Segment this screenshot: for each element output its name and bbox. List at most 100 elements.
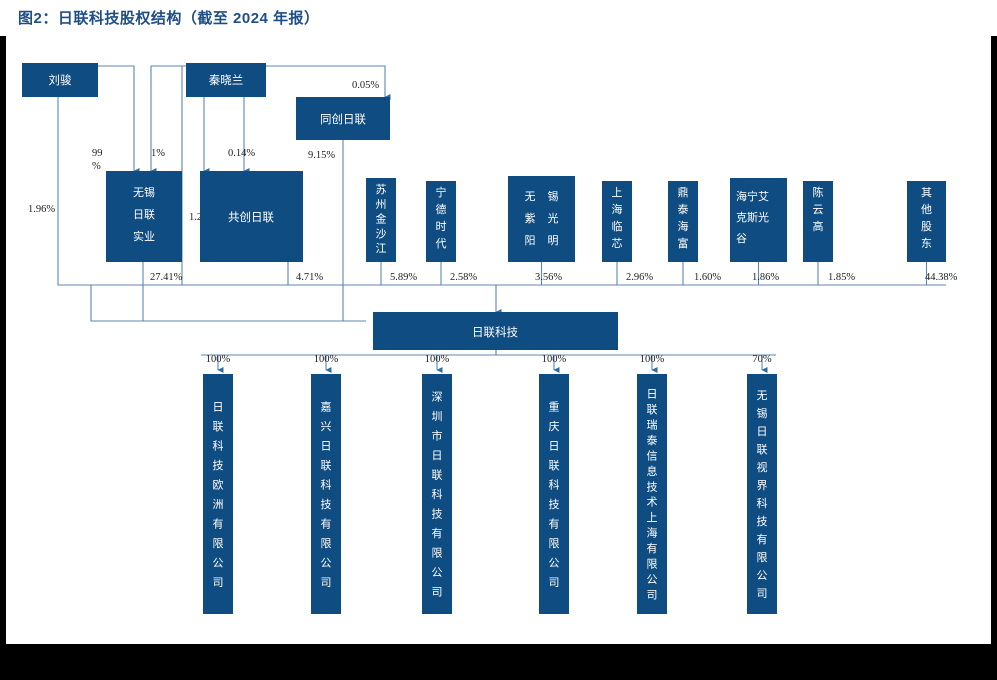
label-ziguang-char: 阳 <box>525 234 536 247</box>
label-ziguang-char: 无 <box>525 191 536 203</box>
label-ningde-char: 宁 <box>436 185 447 199</box>
label-shijie-char: 科 <box>757 496 768 510</box>
label-shiye-line2: 日联 <box>133 208 155 221</box>
label-ziguang-char: 锡 <box>548 189 559 203</box>
pct-005: 0.05% <box>352 80 379 91</box>
label-shijie-char: 技 <box>757 515 768 528</box>
label-shenzhen-char: 限 <box>432 547 443 560</box>
label-chenyungao-char: 高 <box>813 219 824 233</box>
diagram-canvas: 刘骏 秦晓兰 同创日联 99 % 1% 0.14% 0.05% 9.15% 1.… <box>6 36 991 644</box>
label-chongqing-char: 有 <box>549 516 560 530</box>
box-liujun[interactable]: 刘骏 <box>22 63 98 97</box>
box-tongchuang[interactable]: 同创日联 <box>296 97 390 140</box>
label-ziguang-char: 明 <box>548 234 559 247</box>
label-europe-char: 有 <box>213 516 224 530</box>
pct-chenyungao: 1.85% <box>828 272 855 283</box>
pct-014: 0.14% <box>228 148 255 159</box>
label-dingtai-char: 泰 <box>678 202 689 216</box>
label-chongqing-char: 科 <box>549 477 560 491</box>
label-ziguang-char: 光 <box>548 211 559 225</box>
label-shenzhen-char: 司 <box>432 587 443 599</box>
label-shanghai_linxin-char: 海 <box>612 202 623 216</box>
vertical-shareholder-boxes: 苏州金沙江5.89%宁德时代2.58%上海临芯2.96%鼎泰海富1.60%陈云高… <box>366 178 958 285</box>
label-suzhou-char: 江 <box>376 242 387 255</box>
label-shenzhen-char: 市 <box>432 429 443 443</box>
label-shanghai_linxin-char: 芯 <box>612 236 623 250</box>
label-center-company: 日联科技 <box>472 325 518 339</box>
label-jiaxing-char: 限 <box>321 537 332 550</box>
label-chongqing-char: 日 <box>549 440 560 452</box>
label-shiye-line1: 无锡 <box>133 185 155 199</box>
label-chongqing-char: 重 <box>549 399 560 413</box>
label-qitagudong-char: 其 <box>921 186 932 199</box>
pct-europe: 100% <box>206 354 231 365</box>
label-ruitai-char: 公 <box>647 574 658 586</box>
box-shareholder-ziguang[interactable]: 无紫阳 锡光明 <box>508 176 575 262</box>
label-europe-char: 洲 <box>213 499 224 511</box>
label-ningde-char: 代 <box>436 237 447 250</box>
subsidiary-boxes: 日联科技欧洲有限公司100%嘉兴日联科技有限公司100%深圳市日联科技有限公司1… <box>203 354 777 614</box>
pct-915: 9.15% <box>308 150 335 161</box>
box-shareholder-chenyungao[interactable]: 陈云高 <box>803 181 833 262</box>
pct-471: 4.71% <box>296 272 323 283</box>
label-shijie-char: 日 <box>757 426 768 438</box>
label-ningde-char: 德 <box>436 202 447 216</box>
pct-99-sign: % <box>92 161 101 172</box>
pct-qitagudong: 44.38% <box>925 272 958 283</box>
label-shenzhen-char: 联 <box>432 469 443 482</box>
line-liujun-direct <box>57 97 91 286</box>
label-shenzhen-char: 有 <box>432 526 443 540</box>
label-ruitai-char: 海 <box>647 526 658 540</box>
label-qitagudong-char: 东 <box>921 237 932 250</box>
label-europe-char: 日 <box>213 401 224 413</box>
label-tongchuang: 同创日联 <box>320 112 366 126</box>
label-shenzhen-char: 深 <box>432 391 443 404</box>
label-suzhou-char: 苏 <box>376 183 387 196</box>
pct-shijie: 70% <box>752 354 772 365</box>
label-europe-char: 欧 <box>213 478 224 491</box>
label-europe-char: 联 <box>213 420 224 433</box>
label-jiaxing-char: 科 <box>321 477 332 491</box>
label-qitagudong-char: 股 <box>921 220 932 233</box>
pct-shanghai_linxin: 2.96% <box>626 272 653 283</box>
pct-haining: 1.86% <box>752 272 779 283</box>
box-wuxi-rilian-shiye[interactable]: 无锡 日联 实业 <box>106 171 182 262</box>
pct-196: 1.96% <box>28 204 55 215</box>
label-shijie-char: 界 <box>757 479 768 492</box>
pct-chongqing: 100% <box>542 354 567 365</box>
label-europe-char: 限 <box>213 537 224 550</box>
label-ziguang-char: 紫 <box>525 212 536 225</box>
pct-ziguang: 3.56% <box>535 272 562 283</box>
pct-jiaxing: 100% <box>314 354 339 365</box>
pct-suzhou: 5.89% <box>390 272 417 283</box>
box-center-company[interactable]: 日联科技 <box>373 312 618 350</box>
label-chenyungao-char: 陈 <box>813 185 824 199</box>
box-gongchuang-rilian[interactable]: 共创日联 <box>200 171 303 262</box>
label-chongqing-char: 联 <box>549 459 560 472</box>
box-qinxiaolan[interactable]: 秦晓兰 <box>186 63 266 97</box>
label-shijie-char: 联 <box>757 443 768 456</box>
label-shijie-char: 司 <box>757 588 768 600</box>
label-haining-line: 海宁艾 <box>736 189 769 203</box>
pct-1: 1% <box>151 148 165 159</box>
label-dingtai-char: 海 <box>678 219 689 233</box>
label-jiaxing-char: 兴 <box>321 420 332 433</box>
label-shijie-char: 有 <box>757 532 768 546</box>
line-qin-to-tongchuang <box>266 65 391 100</box>
label-shanghai_linxin-char: 临 <box>612 219 623 233</box>
label-dingtai-char: 富 <box>678 236 689 250</box>
label-chongqing-char: 限 <box>549 537 560 550</box>
